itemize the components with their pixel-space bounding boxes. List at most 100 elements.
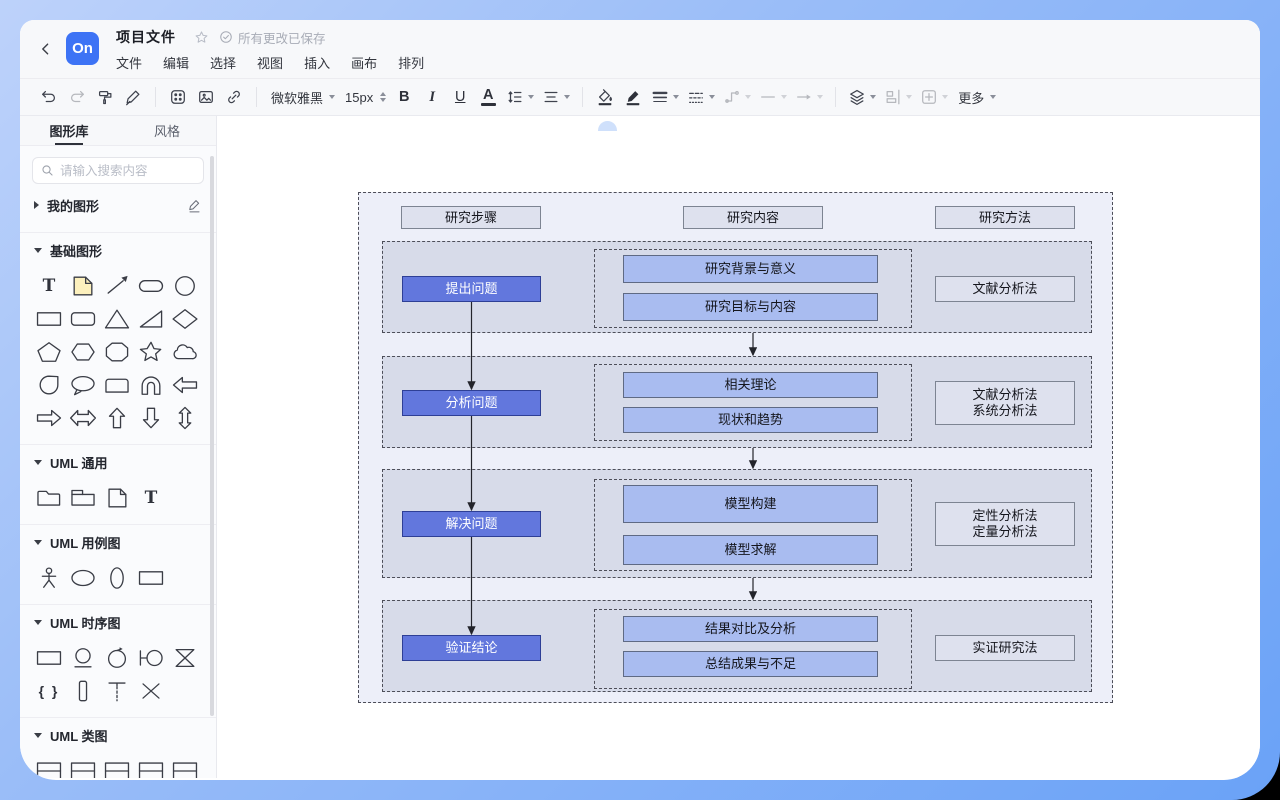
menu-item[interactable]: 视图 <box>257 56 284 71</box>
diagram-step-box[interactable]: 提出问题 <box>402 276 541 302</box>
diagram-content-box[interactable]: 模型构建 <box>623 485 878 523</box>
shape-ellipse-vertical[interactable] <box>100 561 134 594</box>
diagram-content-box[interactable]: 相关理论 <box>623 372 878 398</box>
shape-rounded-rectangle[interactable] <box>66 302 100 335</box>
shape-octagon[interactable] <box>100 335 134 368</box>
shape-folder[interactable] <box>32 481 66 514</box>
diagram-header-box[interactable]: 研究内容 <box>683 206 823 229</box>
shape-lifeline[interactable] <box>100 674 134 707</box>
diagram-step-box[interactable]: 解决问题 <box>402 511 541 537</box>
tab-shape-library[interactable]: 图形库 <box>20 116 118 145</box>
font-color-button[interactable]: A <box>475 84 501 110</box>
insert-link-button[interactable] <box>221 84 247 110</box>
shape-star[interactable] <box>134 335 168 368</box>
diagram-content-box[interactable]: 研究背景与意义 <box>623 255 878 283</box>
diagram-inner-group[interactable] <box>594 609 912 689</box>
sidebar-scrollbar[interactable] <box>210 156 214 716</box>
shape-self-loop[interactable] <box>100 641 134 674</box>
clear-format-button[interactable] <box>120 84 146 110</box>
research-flow-diagram[interactable]: 研究步骤研究内容研究方法提出问题研究背景与意义研究目标与内容文献分析法分析问题相… <box>358 192 1113 703</box>
layer-button[interactable] <box>845 84 879 110</box>
diagram-content-box[interactable]: 结果对比及分析 <box>623 616 878 642</box>
diagram-step-box[interactable]: 验证结论 <box>402 635 541 661</box>
section-header[interactable]: UML 用例图 <box>20 525 216 559</box>
shape-package[interactable] <box>66 481 100 514</box>
shape-class-box[interactable] <box>100 754 134 778</box>
menu-item[interactable]: 排列 <box>398 56 425 71</box>
star-favorite-icon[interactable] <box>194 30 209 45</box>
shape-activation[interactable] <box>66 674 100 707</box>
shape-sticky-note[interactable] <box>66 269 100 302</box>
shape-braces[interactable]: { } <box>38 682 60 699</box>
font-size-stepper[interactable]: 15px <box>340 84 389 110</box>
diagram-step-box[interactable]: 分析问题 <box>402 390 541 416</box>
undo-button[interactable] <box>36 84 62 110</box>
italic-button[interactable]: I <box>429 88 436 105</box>
line-height-button[interactable] <box>503 84 537 110</box>
fill-color-button[interactable] <box>592 84 618 110</box>
shape-block-arrow-vertical[interactable] <box>168 401 202 434</box>
diagram-method-box[interactable]: 实证研究法 <box>935 635 1075 661</box>
text-align-button[interactable] <box>539 84 573 110</box>
more-button[interactable]: 更多 <box>953 84 999 110</box>
shape-card[interactable] <box>100 368 134 401</box>
section-header[interactable]: UML 时序图 <box>20 605 216 639</box>
back-button[interactable] <box>34 37 58 61</box>
drawing-canvas[interactable]: 研究步骤研究内容研究方法提出问题研究背景与意义研究目标与内容文献分析法分析问题相… <box>217 116 1260 778</box>
search-input[interactable] <box>60 163 190 178</box>
menu-item[interactable]: 编辑 <box>163 56 190 71</box>
edit-pencil-icon[interactable] <box>187 198 202 213</box>
bold-button[interactable]: B <box>398 89 410 105</box>
shape-arrow-line[interactable] <box>100 269 134 302</box>
diagram-content-box[interactable]: 模型求解 <box>623 535 878 565</box>
insert-image-button[interactable] <box>193 84 219 110</box>
shape-block-arrow-down[interactable] <box>134 401 168 434</box>
diagram-inner-group[interactable] <box>594 364 912 441</box>
shape-rectangle[interactable] <box>32 641 66 674</box>
shape-diamond[interactable] <box>168 302 202 335</box>
shape-class-box[interactable] <box>168 754 202 778</box>
app-logo[interactable]: On <box>66 32 99 65</box>
section-header[interactable]: 我的图形 <box>20 188 216 222</box>
shape-block-arrow-right[interactable] <box>32 401 66 434</box>
shape-circle[interactable] <box>168 269 202 302</box>
menu-item[interactable]: 插入 <box>304 56 331 71</box>
font-family-select[interactable]: 微软雅黑 <box>266 84 338 110</box>
diagram-content-box[interactable]: 研究目标与内容 <box>623 293 878 321</box>
section-header[interactable]: 基础图形 <box>20 233 216 267</box>
diagram-inner-group[interactable] <box>594 249 912 328</box>
shape-rectangle[interactable] <box>134 561 168 594</box>
section-header[interactable]: UML 类图 <box>20 718 216 752</box>
line-style-button[interactable] <box>684 84 718 110</box>
shape-right-triangle[interactable] <box>134 302 168 335</box>
diagram-inner-group[interactable] <box>594 479 912 571</box>
shape-text[interactable]: T <box>144 487 158 508</box>
shape-destroy-x[interactable] <box>134 674 168 707</box>
shape-triangle[interactable] <box>100 302 134 335</box>
section-header[interactable]: UML 通用 <box>20 445 216 479</box>
menu-item[interactable]: 选择 <box>210 56 237 71</box>
shape-ellipse-horizontal[interactable] <box>66 561 100 594</box>
shape-actor[interactable] <box>32 561 66 594</box>
diagram-method-box[interactable]: 文献分析法 <box>935 276 1075 302</box>
shape-speech-bubble[interactable] <box>66 368 100 401</box>
underline-button[interactable]: U <box>454 89 466 105</box>
shape-block-arrow-horizontal[interactable] <box>66 401 100 434</box>
shape-block-arrow-up[interactable] <box>100 401 134 434</box>
shape-teardrop[interactable] <box>32 368 66 401</box>
format-painter-button[interactable] <box>92 84 118 110</box>
shape-class-box[interactable] <box>134 754 168 778</box>
shape-class-box[interactable] <box>66 754 100 778</box>
menu-item[interactable]: 文件 <box>116 56 143 71</box>
shape-hourglass[interactable] <box>168 641 202 674</box>
shape-boundary[interactable] <box>134 641 168 674</box>
shape-note[interactable] <box>100 481 134 514</box>
diagram-content-box[interactable]: 总结成果与不足 <box>623 651 878 677</box>
shape-object-circle[interactable] <box>66 641 100 674</box>
diagram-content-box[interactable]: 现状和趋势 <box>623 407 878 433</box>
shape-hexagon[interactable] <box>66 335 100 368</box>
shape-rectangle[interactable] <box>32 302 66 335</box>
shape-pill[interactable] <box>134 269 168 302</box>
diagram-header-box[interactable]: 研究步骤 <box>401 206 541 229</box>
shape-block-arrow-left[interactable] <box>168 368 202 401</box>
